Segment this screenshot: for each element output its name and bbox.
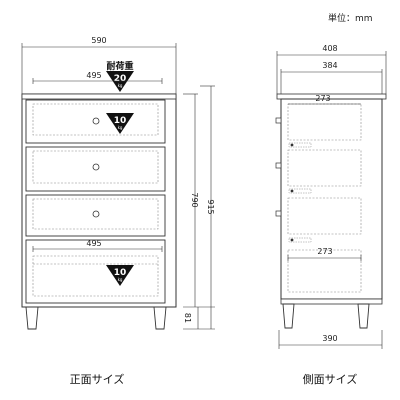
side-leg-depth-dimension: 390 — [278, 330, 383, 349]
side-knob-1 — [275, 117, 282, 124]
front-body-height-label: 790 — [190, 192, 199, 207]
load-capacity-label: 耐荷重 — [106, 60, 133, 72]
bottom-shelf — [25, 239, 166, 304]
front-body-height-dimension: 790 — [183, 93, 215, 308]
top-load-value: 20 — [114, 74, 127, 84]
side-drawer-depth-bottom-dimension: 273 — [287, 247, 362, 261]
front-cabinet — [21, 93, 177, 308]
front-total-height-label: 915 — [206, 199, 215, 214]
side-cabinet — [275, 93, 387, 305]
front-view: 590 耐荷重 20 kg 495 — [21, 36, 215, 386]
bottom-load-unit: kg — [118, 277, 123, 282]
front-bottom-inner-width-dimension: 495 — [32, 239, 163, 252]
front-right-leg — [153, 306, 167, 330]
side-view-caption: 側面サイズ — [303, 372, 358, 386]
front-total-width-label: 590 — [91, 36, 106, 45]
front-view-caption: 正面サイズ — [70, 372, 125, 386]
side-leg-depth-label: 390 — [322, 334, 337, 343]
side-drawer-depth-top-dimension: 273 — [288, 94, 361, 105]
side-knob-2 — [275, 162, 282, 169]
side-front-leg — [282, 303, 295, 329]
side-inner-depth-label: 384 — [322, 61, 337, 70]
side-back-leg — [357, 303, 370, 329]
front-left-leg — [25, 306, 39, 330]
front-bottom-inner-width-label: 495 — [86, 239, 101, 248]
top-load-badge: 20 kg — [106, 71, 134, 92]
side-inner-depth-dimension: 384 — [280, 61, 383, 94]
unit-label: 単位：mm — [328, 12, 373, 24]
front-total-height-dimension: 915 — [183, 85, 215, 330]
front-leg-height-dimension: 81 — [183, 307, 199, 329]
front-top-inner-width-label: 495 — [86, 71, 101, 80]
drawer-load-value: 10 — [114, 116, 127, 126]
side-knob-3 — [275, 210, 282, 217]
drawer-1-knob — [92, 117, 100, 125]
drawer-load-unit: kg — [118, 125, 123, 130]
drawer-2-knob — [92, 163, 100, 171]
top-load-unit: kg — [118, 83, 123, 88]
front-top-inner-width-dimension: 495 — [32, 71, 163, 84]
bottom-load-value: 10 — [114, 268, 127, 278]
side-drawer-depth-top-label: 273 — [315, 94, 330, 103]
drawer-load-badge: 10 kg — [106, 113, 134, 134]
side-top-depth-label: 408 — [322, 44, 337, 53]
bottom-load-badge: 10 kg — [106, 265, 134, 286]
front-total-width-dimension: 590 — [21, 36, 177, 94]
side-top-depth-dimension: 408 — [276, 44, 387, 94]
drawer-3-knob — [92, 210, 100, 218]
side-drawer-depth-bottom-label: 273 — [317, 247, 332, 256]
front-leg-height-label: 81 — [183, 313, 192, 323]
side-view: 408 384 — [275, 44, 387, 386]
